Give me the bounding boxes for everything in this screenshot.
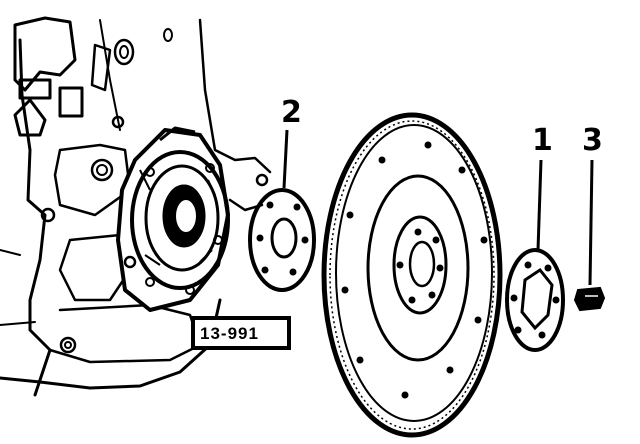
callout-1: 1 [532,123,553,158]
flexplate [321,112,503,438]
reference-label: 13-991 [200,324,259,343]
callout-2: 2 [281,95,302,130]
bolt [573,159,606,312]
reference-label-box: 13-991 [191,316,291,350]
callout-3: 3 [582,123,603,158]
seal-housing [116,126,230,312]
drive-plate [505,159,565,352]
spacer-plate [248,129,316,292]
